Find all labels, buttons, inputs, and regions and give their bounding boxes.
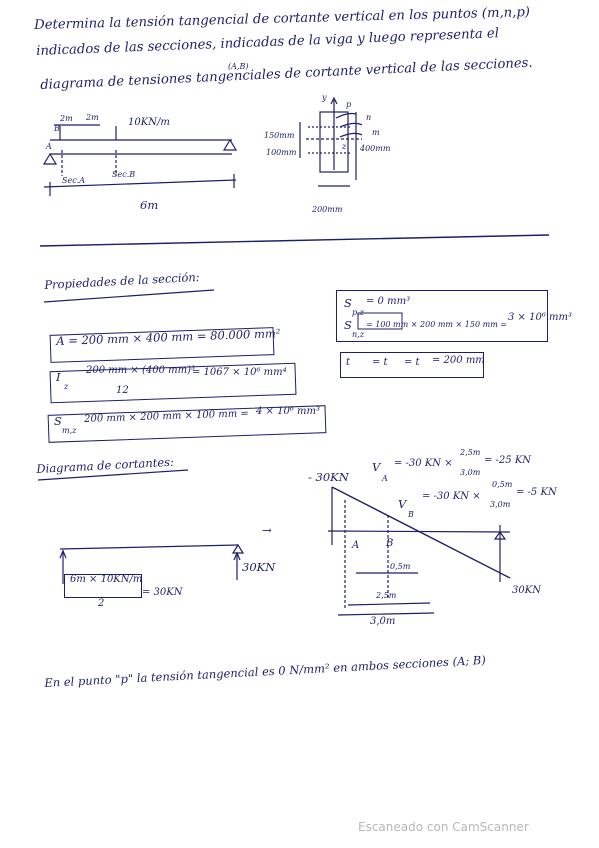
sec-m: m bbox=[372, 128, 380, 137]
vb-lhs: V bbox=[398, 497, 407, 511]
calc-box bbox=[64, 574, 142, 598]
t-rest: = t bbox=[372, 357, 388, 368]
va-res: = -25 KN bbox=[484, 455, 532, 466]
va-lhs: V bbox=[372, 460, 381, 474]
beam-label-b: B bbox=[54, 124, 60, 133]
va-sub: A bbox=[382, 474, 388, 483]
beam-load: 10KN/m bbox=[128, 117, 170, 128]
beam-label-a: A bbox=[46, 142, 52, 151]
t-rest2: = t bbox=[404, 357, 420, 368]
vb-sub: B bbox=[408, 510, 414, 519]
support-left bbox=[42, 152, 58, 165]
beam-sec-a: Sec.A bbox=[62, 176, 86, 185]
separator-line bbox=[39, 234, 550, 247]
sn-sub: n,z bbox=[352, 330, 364, 339]
calc-num: 6m × 10KN/m bbox=[70, 574, 143, 585]
sec-150: 150mm bbox=[264, 131, 295, 140]
sec-y: y bbox=[322, 93, 327, 102]
t-end: = 200 mm bbox=[432, 355, 485, 366]
vb-den: 3,0m bbox=[490, 500, 511, 509]
inertia-lhs: I bbox=[56, 370, 61, 384]
sec-height: 400mm bbox=[360, 144, 391, 153]
sm-res: 4 × 10⁶ mm³ bbox=[256, 406, 320, 417]
sn-expr: = 100 mm × 200 mm × 150 mm = bbox=[366, 320, 508, 329]
pt-b: B bbox=[386, 538, 394, 549]
watermark: Escaneado con CamScanner bbox=[358, 820, 529, 834]
v-top: - 30KN bbox=[308, 470, 349, 484]
sn-lhs: S bbox=[344, 318, 352, 332]
va-den: 3,0m bbox=[460, 468, 481, 477]
sp-expr: = 0 mm³ bbox=[366, 296, 411, 307]
sm-sub: m,z bbox=[62, 426, 77, 435]
d25: 2,5m bbox=[376, 591, 397, 600]
beam-dim-a: 2m bbox=[60, 114, 73, 123]
beam-span: 6m bbox=[140, 198, 159, 212]
shear-line bbox=[331, 486, 511, 579]
sp-sub: p,z bbox=[352, 308, 364, 317]
vb-num: 0,5m bbox=[492, 480, 513, 489]
support-right bbox=[222, 138, 238, 151]
sp-lhs: S bbox=[344, 296, 352, 310]
beam-dim-b: 2m bbox=[86, 113, 99, 122]
sec-z: z bbox=[342, 142, 347, 151]
vb-res: = -5 KN bbox=[516, 487, 557, 498]
sec-n: n bbox=[366, 113, 372, 122]
beam-2 bbox=[59, 544, 239, 550]
inertia-den: 12 bbox=[116, 385, 129, 396]
calc-den: 2 bbox=[98, 598, 105, 609]
d30: 3,0m bbox=[370, 616, 396, 627]
sec-p: p bbox=[346, 100, 352, 109]
pt-a: A bbox=[352, 540, 360, 551]
inertia-res: = 1067 × 10⁶ mm⁴ bbox=[192, 367, 287, 378]
sm-lhs: S bbox=[54, 414, 62, 428]
t-expr: t bbox=[346, 357, 351, 368]
sn-res: 3 × 10⁶ mm³ bbox=[508, 312, 572, 323]
vb-expr: = -30 KN × bbox=[422, 491, 481, 502]
reaction-right: 30KN bbox=[242, 560, 276, 574]
v-end: 30KN bbox=[512, 585, 541, 596]
sp-box bbox=[336, 290, 548, 342]
beam-sec-b: Sec.B bbox=[112, 170, 136, 179]
sec-width: 200mm bbox=[312, 205, 343, 214]
inertia-sub: z bbox=[64, 382, 69, 391]
arrow: → bbox=[262, 523, 272, 537]
inertia-num: 200 mm × (400 mm)³ bbox=[86, 365, 196, 376]
va-num: 2,5m bbox=[460, 448, 481, 457]
span-dim bbox=[43, 179, 237, 188]
problem-line-2-sub: (A,B) bbox=[228, 62, 249, 71]
t-box bbox=[340, 352, 484, 378]
calc-res: = 30KN bbox=[142, 587, 183, 598]
sec-100: 100mm bbox=[266, 148, 297, 157]
d05: 0,5m bbox=[390, 562, 411, 571]
va-expr: = -30 KN × bbox=[394, 458, 453, 469]
